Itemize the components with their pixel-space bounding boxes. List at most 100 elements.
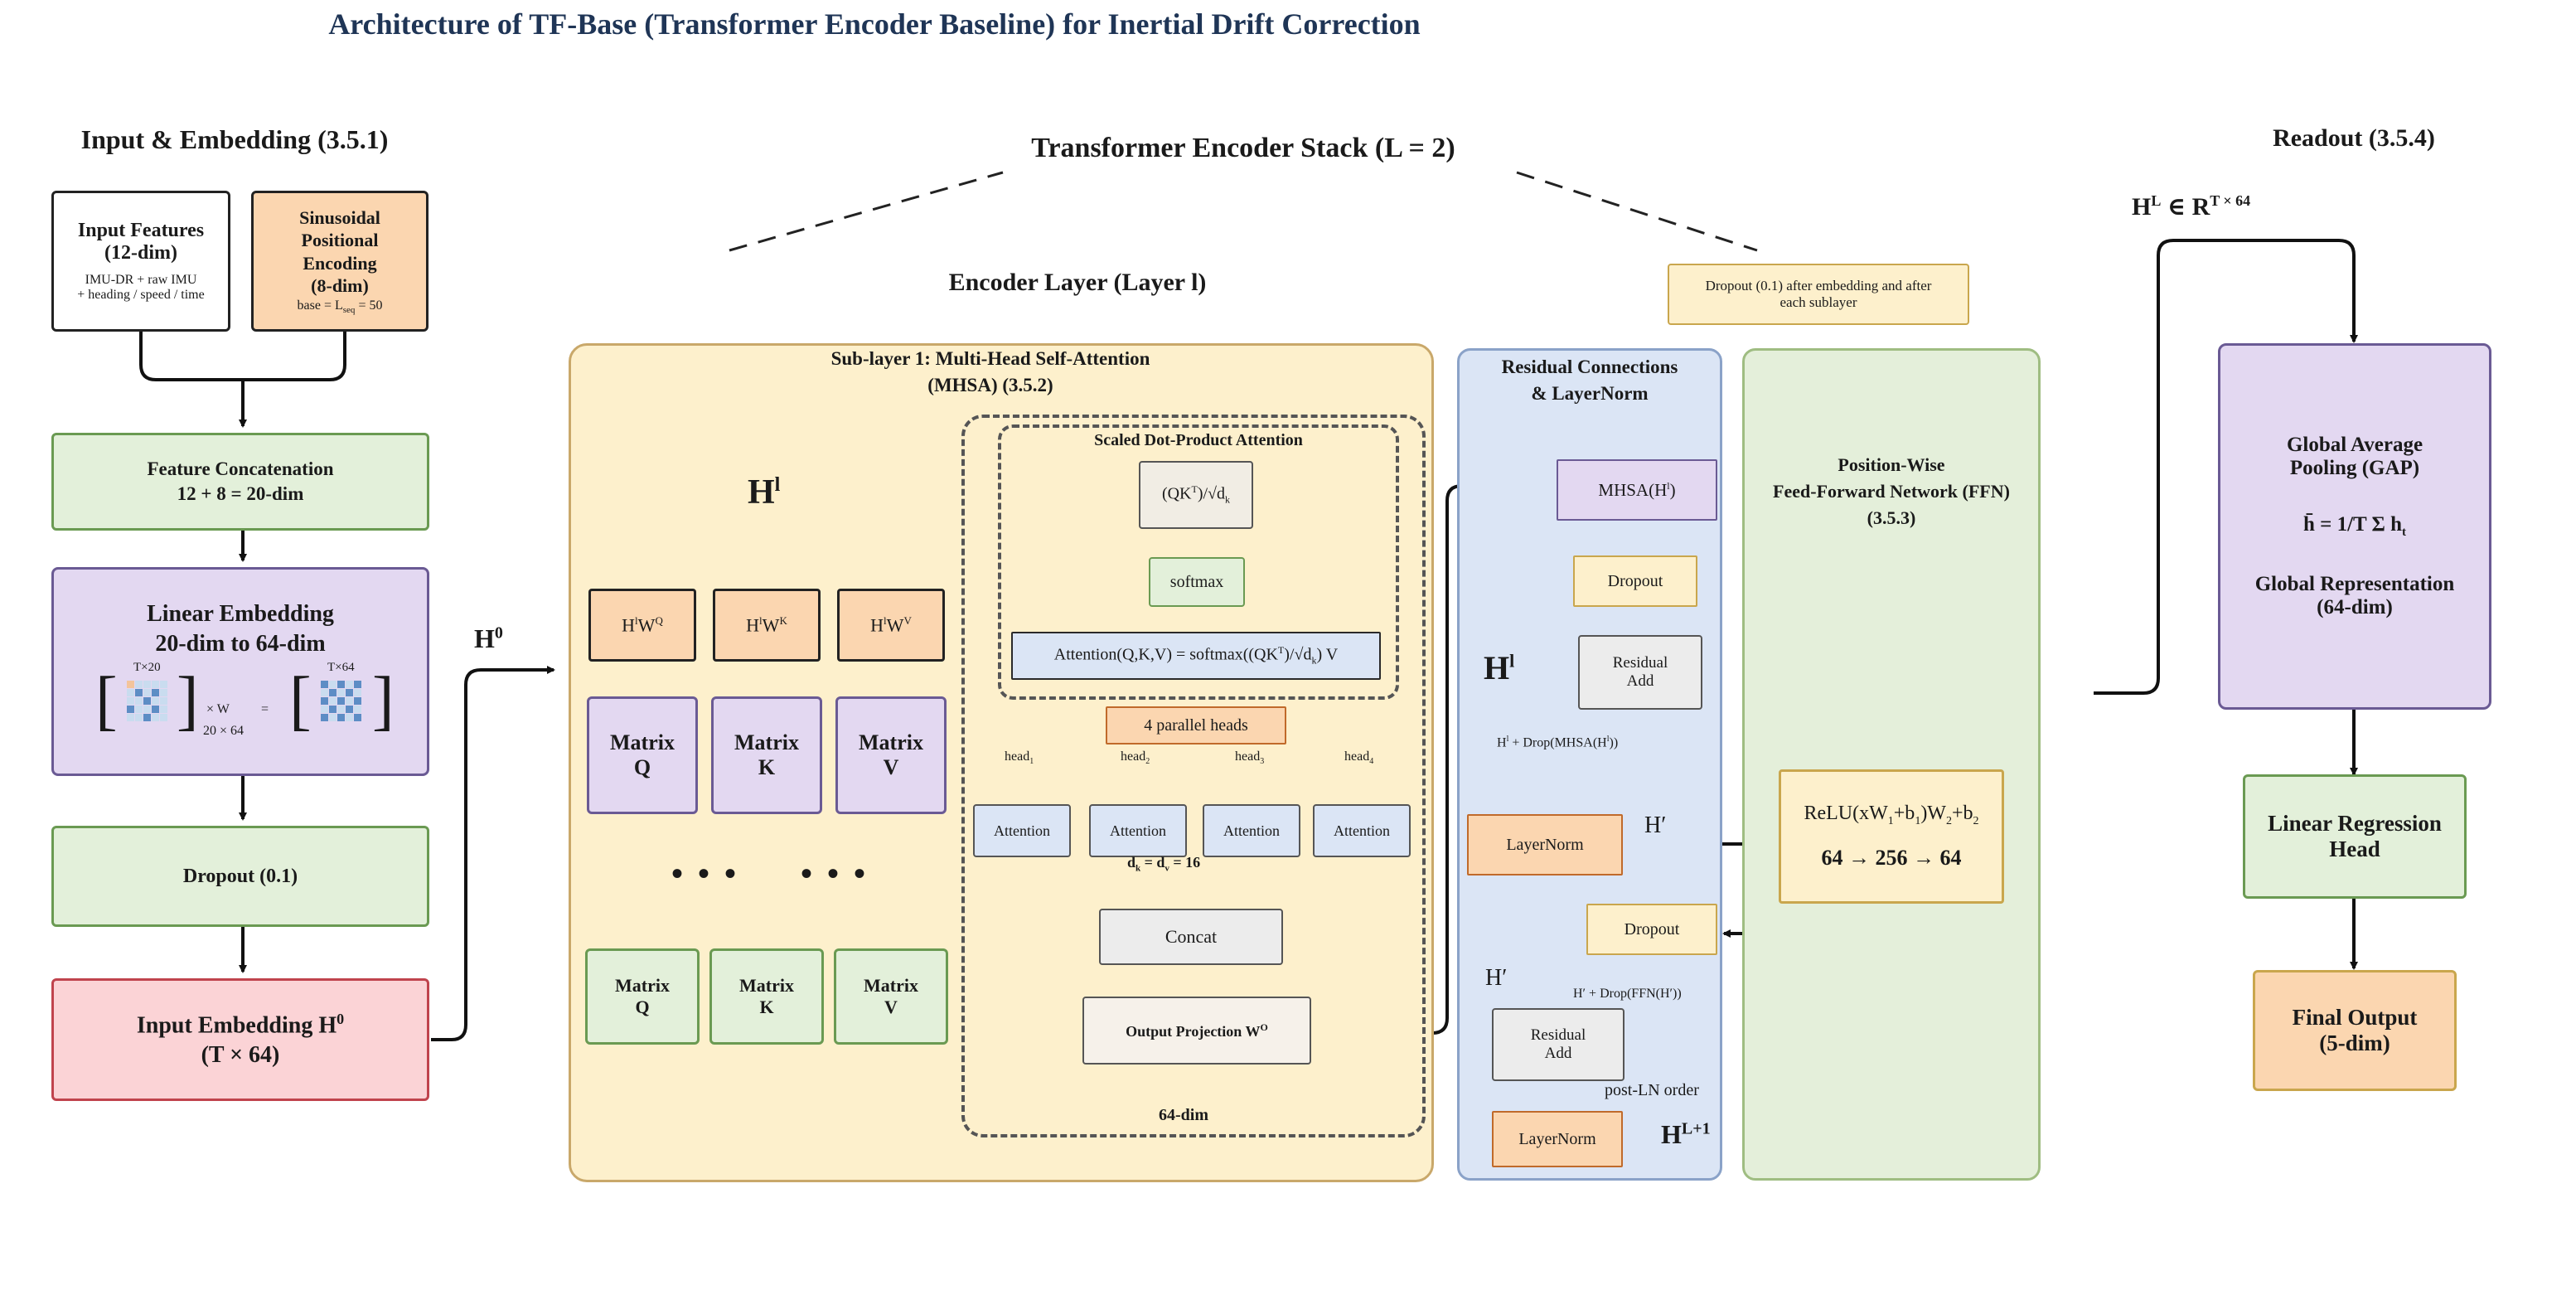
hl-in-r-label: HL ∈ RT × 64 bbox=[2132, 192, 2251, 221]
linear-emb-line1: Linear Embedding bbox=[147, 601, 334, 627]
final-output-box: Final Output (5-dim) bbox=[2253, 970, 2457, 1091]
projection-v-label: HlWV bbox=[870, 614, 912, 636]
matrix-t20-label: T×20 bbox=[133, 661, 161, 674]
sdpa-outer-dashed bbox=[961, 415, 1426, 1137]
stack-dash-right bbox=[1516, 171, 1758, 252]
matrix-q-bottom-line2: Q bbox=[635, 997, 650, 1017]
residual-hl-label: Hl bbox=[1484, 649, 1515, 686]
parallel-heads-label: 4 parallel heads bbox=[1144, 715, 1248, 735]
post-ln-order: post-LN order bbox=[1605, 1081, 1699, 1099]
softmax-label: softmax bbox=[1169, 572, 1224, 591]
matrix-k-line1: Matrix bbox=[734, 730, 799, 754]
pe-line1: Sinusoidal bbox=[299, 206, 380, 228]
input-embedding-line1: Input Embedding H0 bbox=[136, 1010, 345, 1039]
matrix-q-line1: Matrix bbox=[610, 730, 675, 754]
linear-head-line1: Linear Regression bbox=[2268, 811, 2442, 836]
positional-encoding-box: Sinusoidal Positional Encoding (8-dim) b… bbox=[251, 191, 429, 332]
bracket-right-1: ] bbox=[177, 664, 199, 737]
qkt-formula: (QKT)/√dk bbox=[1161, 483, 1231, 506]
matrix-grid-output bbox=[321, 681, 361, 721]
matrix-q-bottom-line1: Matrix bbox=[615, 975, 670, 996]
ffn-title-line1: Position-Wise bbox=[1838, 454, 1945, 475]
pe-line3: Encoding bbox=[303, 252, 377, 274]
input-features-title: Input Features bbox=[77, 220, 205, 241]
parallel-heads-box: 4 parallel heads bbox=[1106, 706, 1286, 745]
ffn-title-line3: (3.5.3) bbox=[1867, 507, 1916, 528]
input-panel-title: Input & Embedding (3.5.1) bbox=[80, 124, 389, 154]
attention-head-1: Attention bbox=[973, 804, 1071, 857]
encoder-layer-title: Encoder Layer (Layer l) bbox=[948, 269, 1207, 296]
sdpa-title: Scaled Dot-Product Attention bbox=[1094, 431, 1303, 449]
pe-line4: (8-dim) bbox=[311, 275, 369, 297]
attention-head-4: Attention bbox=[1313, 804, 1411, 857]
mhsa-title-line2: (MHSA) (3.5.2) bbox=[927, 375, 1053, 395]
dropout-note-line2: each sublayer bbox=[1779, 294, 1857, 310]
matrix-v-bottom-line1: Matrix bbox=[864, 975, 918, 996]
attention-formula: Attention(Q,K,V) = softmax((QKT)/√dk) V bbox=[1053, 644, 1339, 667]
bracket-left-2: [ bbox=[289, 664, 312, 737]
projection-q-label: HlWQ bbox=[622, 614, 663, 636]
diagram-title: Architecture of TF-Base (Transformer Enc… bbox=[328, 7, 1421, 41]
pe-line2: Positional bbox=[301, 230, 379, 251]
projection-box-k: HlWK bbox=[713, 589, 821, 662]
output-projection-box: Output Projection WO bbox=[1082, 997, 1311, 1065]
mhsa-hl-box-label: MHSA(Hl) bbox=[1598, 479, 1676, 500]
layernorm-2: LayerNorm bbox=[1492, 1111, 1623, 1167]
ffn-formula: ReLU(xW1+b1)W2+b2 bbox=[1804, 802, 1979, 827]
qkt-box: (QKT)/√dk bbox=[1139, 461, 1253, 529]
concat-box: Concat bbox=[1099, 909, 1283, 965]
merge-connector bbox=[139, 332, 346, 381]
matrix-grid-input bbox=[127, 681, 167, 721]
linear-head-line2: Head bbox=[2329, 837, 2380, 861]
hprime-label-1: H′ bbox=[1644, 812, 1667, 838]
hprime-label-2: H′ bbox=[1485, 965, 1508, 991]
sdpa-out-dim: 64-dim bbox=[1159, 1106, 1208, 1124]
output-projection-label: Output Projection WO bbox=[1126, 1021, 1268, 1040]
residual-title-line1: Residual Connections bbox=[1501, 356, 1678, 377]
input-features-desc2: + heading / speed / time bbox=[77, 288, 205, 302]
mhsa-hl-label: Hl bbox=[748, 473, 781, 512]
gap-line4: (64-dim) bbox=[2317, 596, 2393, 618]
ffn-panel bbox=[1742, 348, 2041, 1181]
input-embedding-h0-box: Input Embedding H0 (T × 64) bbox=[51, 978, 429, 1101]
matrix-t64-label: T×64 bbox=[327, 661, 355, 674]
residual-formula-1: Hl + Drop(MHSA(Hl)) bbox=[1497, 735, 1619, 750]
projection-box-v: HlWV bbox=[837, 589, 945, 662]
mhsa-title-line1: Sub-layer 1: Multi-Head Self-Attention bbox=[830, 348, 1150, 369]
bracket-right-2: ] bbox=[372, 664, 395, 737]
final-output-line2: (5-dim) bbox=[2319, 1031, 2390, 1055]
gap-line1: Global Average bbox=[2286, 434, 2423, 456]
dropout-label: Dropout (0.1) bbox=[182, 865, 298, 887]
dk-dv-label: dk = dv = 16 bbox=[1127, 854, 1201, 874]
matrix-k-line2: K bbox=[758, 755, 776, 779]
residual-formula-2: H′ + Drop(FFN(H′)) bbox=[1573, 987, 1682, 1001]
concat-line2: 12 + 8 = 20-dim bbox=[177, 483, 304, 504]
projection-box-q: HlWQ bbox=[588, 589, 696, 662]
attention-formula-box: Attention(Q,K,V) = softmax((QKT)/√dk) V bbox=[1011, 632, 1381, 680]
attention-head-2: Attention bbox=[1089, 804, 1187, 857]
matrix-q-line2: Q bbox=[633, 755, 651, 779]
gap-formula: h̄ = 1/T Σ ht bbox=[2302, 513, 2407, 539]
input-embedding-line2: (T × 64) bbox=[201, 1042, 280, 1069]
matrix-k-bottom-line2: K bbox=[759, 997, 774, 1017]
head-4-label: head4 bbox=[1344, 749, 1374, 767]
ffn-title-line2: Feed-Forward Network (FFN) bbox=[1773, 481, 2010, 502]
concat-line1: Feature Concatenation bbox=[147, 458, 334, 479]
equals-sign: = bbox=[261, 702, 269, 716]
h0-label: H0 bbox=[474, 623, 503, 653]
gap-box: Global Average Pooling (GAP) h̄ = 1/T Σ … bbox=[2218, 343, 2491, 710]
ffn-formula-box: ReLU(xW1+b1)W2+b2 64 → 256 → 64 bbox=[1779, 769, 2004, 904]
ellipsis-1: • • • bbox=[671, 855, 740, 892]
projection-k-label: HlWK bbox=[746, 614, 787, 636]
final-output-line1: Final Output bbox=[2292, 1005, 2418, 1030]
stack-dash-left bbox=[729, 171, 1004, 252]
input-features-dim: (12-dim) bbox=[104, 242, 177, 264]
residual-title-line2: & LayerNorm bbox=[1531, 383, 1649, 404]
w-dim: 20 × 64 bbox=[203, 724, 245, 738]
